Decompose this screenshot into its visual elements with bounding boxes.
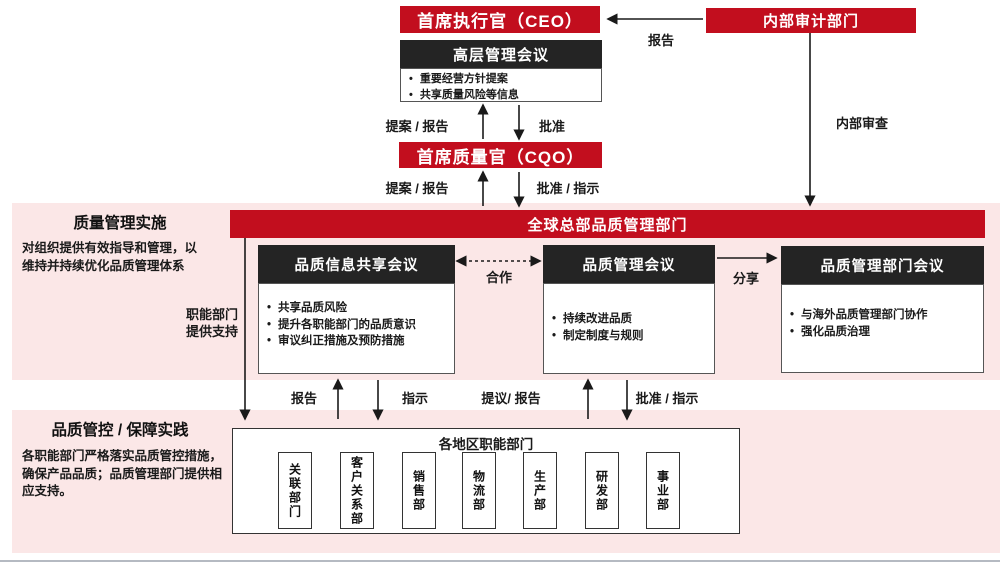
proposal-report-flow-label: 提议/ 报告	[481, 391, 541, 406]
instruct-flow-label: 指示	[401, 391, 429, 406]
share-flow-label: 分享	[732, 271, 760, 286]
ceo-label: 首席执行官（CEO）	[417, 12, 583, 31]
dept-sales: 销售部	[402, 452, 436, 529]
dept-logistics: 物流部	[462, 452, 496, 529]
internal-review-flow-label: 内部审查	[836, 116, 889, 131]
regional-departments-title: 各地区职能部门	[438, 437, 534, 452]
meeting-bullet: 强化品质治理	[782, 324, 983, 341]
meeting-bullet: 持续改进品质	[544, 311, 714, 328]
dept-rnd: 研发部	[585, 452, 619, 529]
cooperation-flow-label: 合作	[485, 270, 513, 285]
quality-mgmt-meeting-title: 品质管理会议	[582, 257, 676, 274]
proposal-report-upper-label: 提案 / 报告	[385, 119, 449, 134]
quality-dept-meeting-title: 品质管理部门会议	[820, 258, 945, 275]
approve-instruct-lower-label: 批准 / 指示	[536, 181, 600, 196]
ceo-box: 首席执行官（CEO）	[400, 6, 600, 33]
senior-meeting-bullet: 重要经营方针提案	[401, 72, 601, 88]
quality-dept-meeting-header: 品质管理部门会议	[781, 246, 984, 284]
bottom-window-edge	[0, 560, 1000, 562]
support-flow-line1: 职能部门	[185, 307, 238, 322]
dept-production: 生产部	[523, 452, 557, 529]
approve-upper-label: 批准	[538, 119, 566, 134]
report-flow-label: 报告	[290, 391, 318, 406]
implementation-band-title: 质量管理实施	[73, 215, 167, 232]
practice-band-desc: 各职能部门严格落实品质管控措施，确保产品品质；品质管理部门提供相应支持。	[22, 449, 223, 498]
quality-mgmt-meeting-body: 持续改进品质 制定制度与规则	[543, 283, 715, 374]
senior-meeting-body: 重要经营方针提案 共享质量风险等信息	[400, 68, 602, 102]
hq-quality-dept-bar: 全球总部品质管理部门	[230, 210, 985, 238]
senior-meeting-header: 高层管理会议	[400, 40, 602, 68]
audit-report-flow-label: 报告	[647, 33, 675, 48]
approve-instruct-flow-label: 批准 / 指示	[635, 391, 699, 406]
internal-audit-box: 内部审计部门	[706, 8, 916, 33]
dept-business: 事业部	[646, 452, 680, 529]
meeting-bullet: 审议纠正措施及预防措施	[259, 333, 454, 350]
cqo-box: 首席质量官（CQO）	[399, 142, 602, 168]
practice-band-title: 品质管控 / 保障实践	[51, 422, 189, 439]
quality-mgmt-meeting-header: 品质管理会议	[543, 245, 715, 283]
cqo-label: 首席质量官（CQO）	[416, 147, 585, 167]
dept-affiliated: 关联部门	[278, 452, 312, 529]
senior-meeting-bullet: 共享质量风险等信息	[401, 88, 601, 104]
senior-meeting-title: 高层管理会议	[452, 46, 549, 64]
dept-customer-relations: 客户关系部	[340, 452, 374, 529]
proposal-report-lower-label: 提案 / 报告	[385, 181, 449, 196]
support-flow-label: 职能部门 提供支持	[168, 307, 238, 341]
meeting-bullet: 共享品质风险	[259, 300, 454, 317]
internal-audit-label: 内部审计部门	[762, 13, 859, 30]
quality-dept-meeting-body: 与海外品质管理部门协作 强化品质治理	[781, 284, 984, 373]
support-flow-line2: 提供支持	[185, 323, 238, 339]
info-sharing-meeting-body: 共享品质风险 提升各职能部门的品质意识 审议纠正措施及预防措施	[258, 283, 455, 374]
meeting-bullet: 制定制度与规则	[544, 328, 714, 345]
meeting-bullet: 与海外品质管理部门协作	[782, 307, 983, 324]
info-sharing-meeting-header: 品质信息共享会议	[258, 245, 455, 283]
meeting-bullet: 提升各职能部门的品质意识	[259, 317, 454, 334]
implementation-band-desc: 对组织提供有效指导和管理，以维持并持续优化品质管理体系	[22, 241, 198, 273]
info-sharing-meeting-title: 品质信息共享会议	[294, 257, 419, 274]
hq-quality-dept-label: 全球总部品质管理部门	[527, 216, 688, 234]
